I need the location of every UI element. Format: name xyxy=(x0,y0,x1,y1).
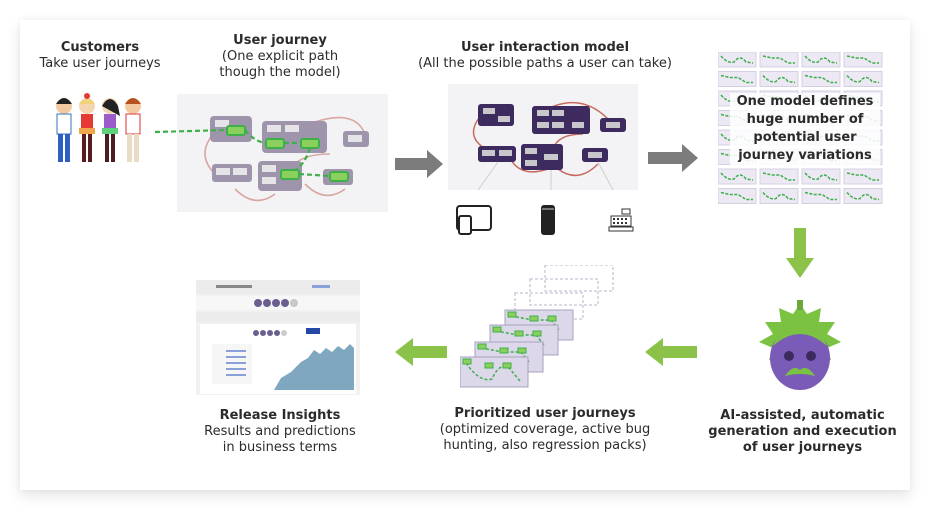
variation-thumbnail xyxy=(843,52,883,68)
journey-node xyxy=(484,362,494,369)
variation-path xyxy=(762,55,795,64)
prioritized-journeys-stack xyxy=(460,265,614,388)
prioritized-label: Prioritized user journeys (optimized cov… xyxy=(415,406,675,454)
journey-node xyxy=(532,330,542,337)
variation-path xyxy=(804,172,838,181)
ai-label: AI-assisted, automatic generation and ex… xyxy=(705,408,900,456)
interaction-model-label: User interaction model (All the possible… xyxy=(405,40,685,72)
mascot-icon xyxy=(759,300,841,390)
journey-node xyxy=(477,343,487,350)
user-journey-subtitle-1: (One explicit path xyxy=(221,49,339,64)
variation-path xyxy=(762,75,796,84)
variation-path xyxy=(720,74,753,84)
variation-path xyxy=(846,55,879,64)
variation-path xyxy=(846,192,880,201)
journey-node xyxy=(492,326,502,333)
variations-line-3: potential user xyxy=(753,130,857,145)
person-girl-2-icon xyxy=(102,98,120,162)
interaction-model-title: User interaction model xyxy=(460,40,630,55)
journey-node xyxy=(499,347,509,354)
variation-thumbnail xyxy=(801,188,841,204)
variation-path xyxy=(804,191,837,201)
customers-label: Customers Take user journeys xyxy=(30,40,170,72)
person-girl-1-icon xyxy=(79,93,95,162)
user-journey-label: User journey (One explicit path though t… xyxy=(185,33,375,81)
variation-path xyxy=(720,172,754,181)
journey-node xyxy=(462,358,472,365)
person-boy-2-icon xyxy=(125,98,141,162)
variation-thumbnail xyxy=(843,168,883,185)
journey-node xyxy=(529,315,539,322)
insights-label: Release Insights Results and predictions… xyxy=(180,408,380,456)
arrow-right-1-icon xyxy=(395,150,443,178)
variation-path xyxy=(804,74,837,84)
variations-line-2: huge number of xyxy=(746,112,864,127)
cash-register-icon xyxy=(608,208,634,232)
ai-line-3: of user journeys xyxy=(742,440,863,455)
insights-area-chart xyxy=(274,344,354,390)
placeholder-journey xyxy=(544,265,614,292)
variations-line-4: journey variations xyxy=(738,148,872,163)
variation-path xyxy=(762,172,795,181)
placeholder-journey xyxy=(529,278,599,306)
prioritized-line-2: hunting, also regression packs) xyxy=(443,438,647,453)
variation-path xyxy=(846,172,879,181)
variation-thumbnail xyxy=(718,71,757,87)
variation-thumbnail xyxy=(759,52,799,68)
variation-thumbnail xyxy=(801,71,841,87)
arrow-left-1-icon xyxy=(645,338,697,366)
journey-path xyxy=(465,362,521,382)
customers-illustration xyxy=(56,93,141,162)
insights-title: Release Insights xyxy=(219,408,341,423)
journey-node xyxy=(514,330,524,337)
release-insights-dashboard xyxy=(196,280,360,395)
user-journey-subtitle-2: though the model) xyxy=(219,65,341,80)
journey-node xyxy=(502,362,512,369)
variations-text: One model defines huge number of potenti… xyxy=(730,93,880,165)
ai-line-1: AI-assisted, automatic xyxy=(720,408,885,423)
smart-speaker-icon xyxy=(541,205,555,235)
journey-node xyxy=(547,315,557,322)
interaction-model-diagram xyxy=(448,84,638,190)
prioritized-title: Prioritized user journeys xyxy=(454,406,636,421)
customers-subtitle: Take user journeys xyxy=(39,56,161,71)
arrow-down-icon xyxy=(786,228,814,278)
arrow-right-2-icon xyxy=(648,144,698,172)
dashboard-title xyxy=(216,285,252,288)
tablet-phone-icon xyxy=(456,205,492,235)
variation-path xyxy=(846,75,880,84)
customers-title: Customers xyxy=(60,40,140,55)
variation-path xyxy=(720,191,753,201)
variation-path xyxy=(804,55,838,64)
journey-node xyxy=(507,311,517,318)
journey-path xyxy=(495,330,545,346)
variation-thumbnail xyxy=(718,188,757,204)
variations-line-1: One model defines xyxy=(736,94,874,109)
ai-line-2: generation and execution xyxy=(708,424,897,439)
user-journey-diagram xyxy=(155,94,388,212)
variation-thumbnail xyxy=(759,168,799,185)
variation-path xyxy=(762,192,796,201)
insights-line-2: in business terms xyxy=(222,440,338,455)
variation-path xyxy=(720,55,754,64)
user-journey-title: User journey xyxy=(233,33,327,48)
arrow-left-2-icon xyxy=(395,338,447,366)
insights-line-1: Results and predictions xyxy=(204,424,356,439)
person-boy-1-icon xyxy=(56,98,72,162)
interaction-model-subtitle: (All the possible paths a user can take) xyxy=(418,56,672,71)
prioritized-line-1: (optimized coverage, active bug xyxy=(439,422,651,437)
journey-node xyxy=(517,347,527,354)
